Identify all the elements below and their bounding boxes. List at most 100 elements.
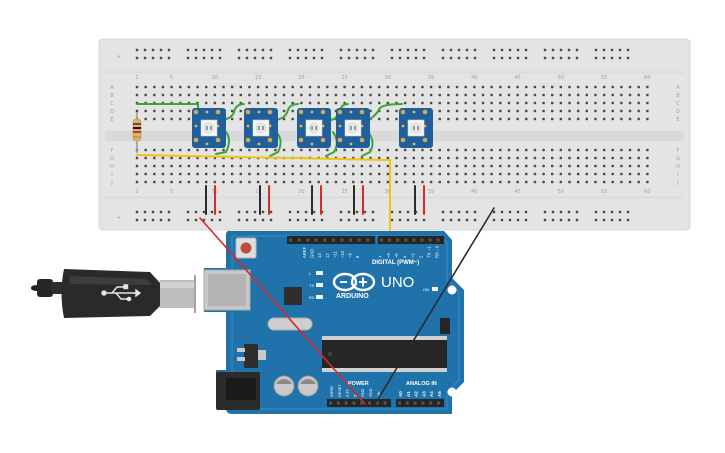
column-number: 60 [644, 75, 650, 81]
red-5v-wire[interactable] [199, 217, 366, 405]
row-letter: I [111, 172, 112, 178]
row-letter: A [676, 85, 680, 91]
pin-label: 4 [402, 255, 407, 258]
top-rail-plus-mark: + [117, 54, 121, 60]
column-number: 45 [514, 75, 520, 81]
pin-label: AREF [302, 246, 307, 258]
power-pin-label: IOREF [330, 385, 334, 397]
mounting-hole [447, 387, 457, 397]
pin-label: ~10 [340, 250, 345, 258]
column-number: 1 [135, 189, 138, 195]
column-number: 15 [255, 75, 261, 81]
row-letter: J [676, 180, 678, 186]
on-led [432, 287, 438, 291]
mounting-hole [447, 285, 457, 295]
column-number: 35 [428, 189, 434, 195]
led-label: L [309, 271, 312, 276]
led-label: RX [309, 295, 315, 300]
power-pin-label: RESET [338, 384, 342, 397]
column-number: 20 [298, 75, 304, 81]
neopixel-led[interactable] [297, 108, 331, 148]
status-led [316, 283, 323, 287]
column-numbers: 1155101015152020252530303535404045455050… [135, 75, 650, 195]
neopixel-led[interactable] [192, 108, 226, 148]
neopixel-led[interactable] [399, 108, 433, 148]
column-number: 20 [298, 189, 304, 195]
row-letter: C [676, 101, 680, 107]
center-channel [105, 131, 684, 141]
power-jumpers[interactable] [205, 185, 425, 215]
analog-pin-label: A2 [414, 391, 419, 397]
neopixel-strip [192, 108, 433, 148]
led-label: TX [309, 283, 314, 288]
arduino-brand-text: ARDUINO [336, 293, 369, 300]
neopixel-led[interactable] [336, 108, 370, 148]
icsp-header [440, 318, 450, 334]
atmega-microcontroller [322, 336, 447, 372]
row-letter: B [676, 93, 680, 99]
status-led [316, 295, 323, 299]
pin-label: TX→1 [427, 245, 432, 258]
power-and-analog-headers[interactable] [327, 399, 444, 407]
capacitor [273, 375, 295, 397]
pin-label: ~6 [386, 253, 391, 258]
row-letter: H [676, 164, 680, 170]
power-pin-label: GND [361, 388, 365, 397]
row-letter: D [110, 109, 114, 115]
dc-power-jack [216, 372, 260, 410]
pin-label: ~5 [394, 253, 399, 258]
analog-pin-label: A4 [429, 391, 434, 397]
voltage-regulator [237, 344, 266, 368]
black-gnd-wire[interactable] [374, 207, 495, 405]
power-pin-label: Vin [377, 392, 381, 397]
row-letter: C [110, 101, 114, 107]
power-pin-label: GND [369, 388, 373, 397]
column-number: 50 [558, 75, 564, 81]
column-number: 1 [135, 75, 138, 81]
column-number: 40 [471, 75, 477, 81]
analog-pin-label: A0 [398, 391, 403, 397]
column-number: 5 [170, 75, 173, 81]
pin-label: ~3 [410, 253, 415, 258]
analog-header-label: ANALOG IN [406, 381, 437, 387]
analog-pin-label: A3 [421, 391, 426, 397]
row-letter: F [677, 148, 680, 154]
column-number: 60 [644, 189, 650, 195]
breadboard[interactable]: 1155101015152020252530303535404045455050… [98, 38, 691, 231]
column-number: 35 [428, 75, 434, 81]
column-number: 30 [385, 189, 391, 195]
yellow-data-wire[interactable] [136, 154, 391, 239]
pin-label: 8 [355, 255, 360, 258]
column-number: 55 [601, 189, 607, 195]
status-leds: L TX RX [309, 271, 323, 300]
column-number: 50 [558, 189, 564, 195]
pin-label: GND [310, 249, 315, 258]
column-number: 15 [255, 189, 261, 195]
resistor[interactable] [132, 112, 142, 153]
column-number: 25 [341, 189, 347, 195]
column-number: 55 [601, 75, 607, 81]
row-letter: B [110, 93, 114, 99]
pin-label: ~11 [332, 251, 337, 258]
row-letter: E [110, 117, 113, 123]
bottom-rail-plus-mark: + [117, 215, 121, 221]
capacitor [297, 375, 319, 397]
analog-pin-label: A1 [406, 391, 411, 397]
digital-pin-header[interactable] [287, 236, 444, 244]
column-number: 25 [341, 75, 347, 81]
green-wires[interactable] [136, 103, 403, 157]
reset-button[interactable] [235, 237, 257, 259]
usb-cable[interactable] [31, 269, 196, 318]
power-pin-label: 3.3V [346, 389, 350, 397]
on-led-label: ON [423, 287, 429, 292]
usb-controller-chip [284, 287, 302, 305]
column-number: 45 [514, 189, 520, 195]
neopixel-led[interactable] [244, 108, 278, 148]
power-header-label: POWER [348, 381, 369, 387]
usb-symbol-icon [101, 284, 142, 302]
row-letter: I [677, 172, 678, 178]
